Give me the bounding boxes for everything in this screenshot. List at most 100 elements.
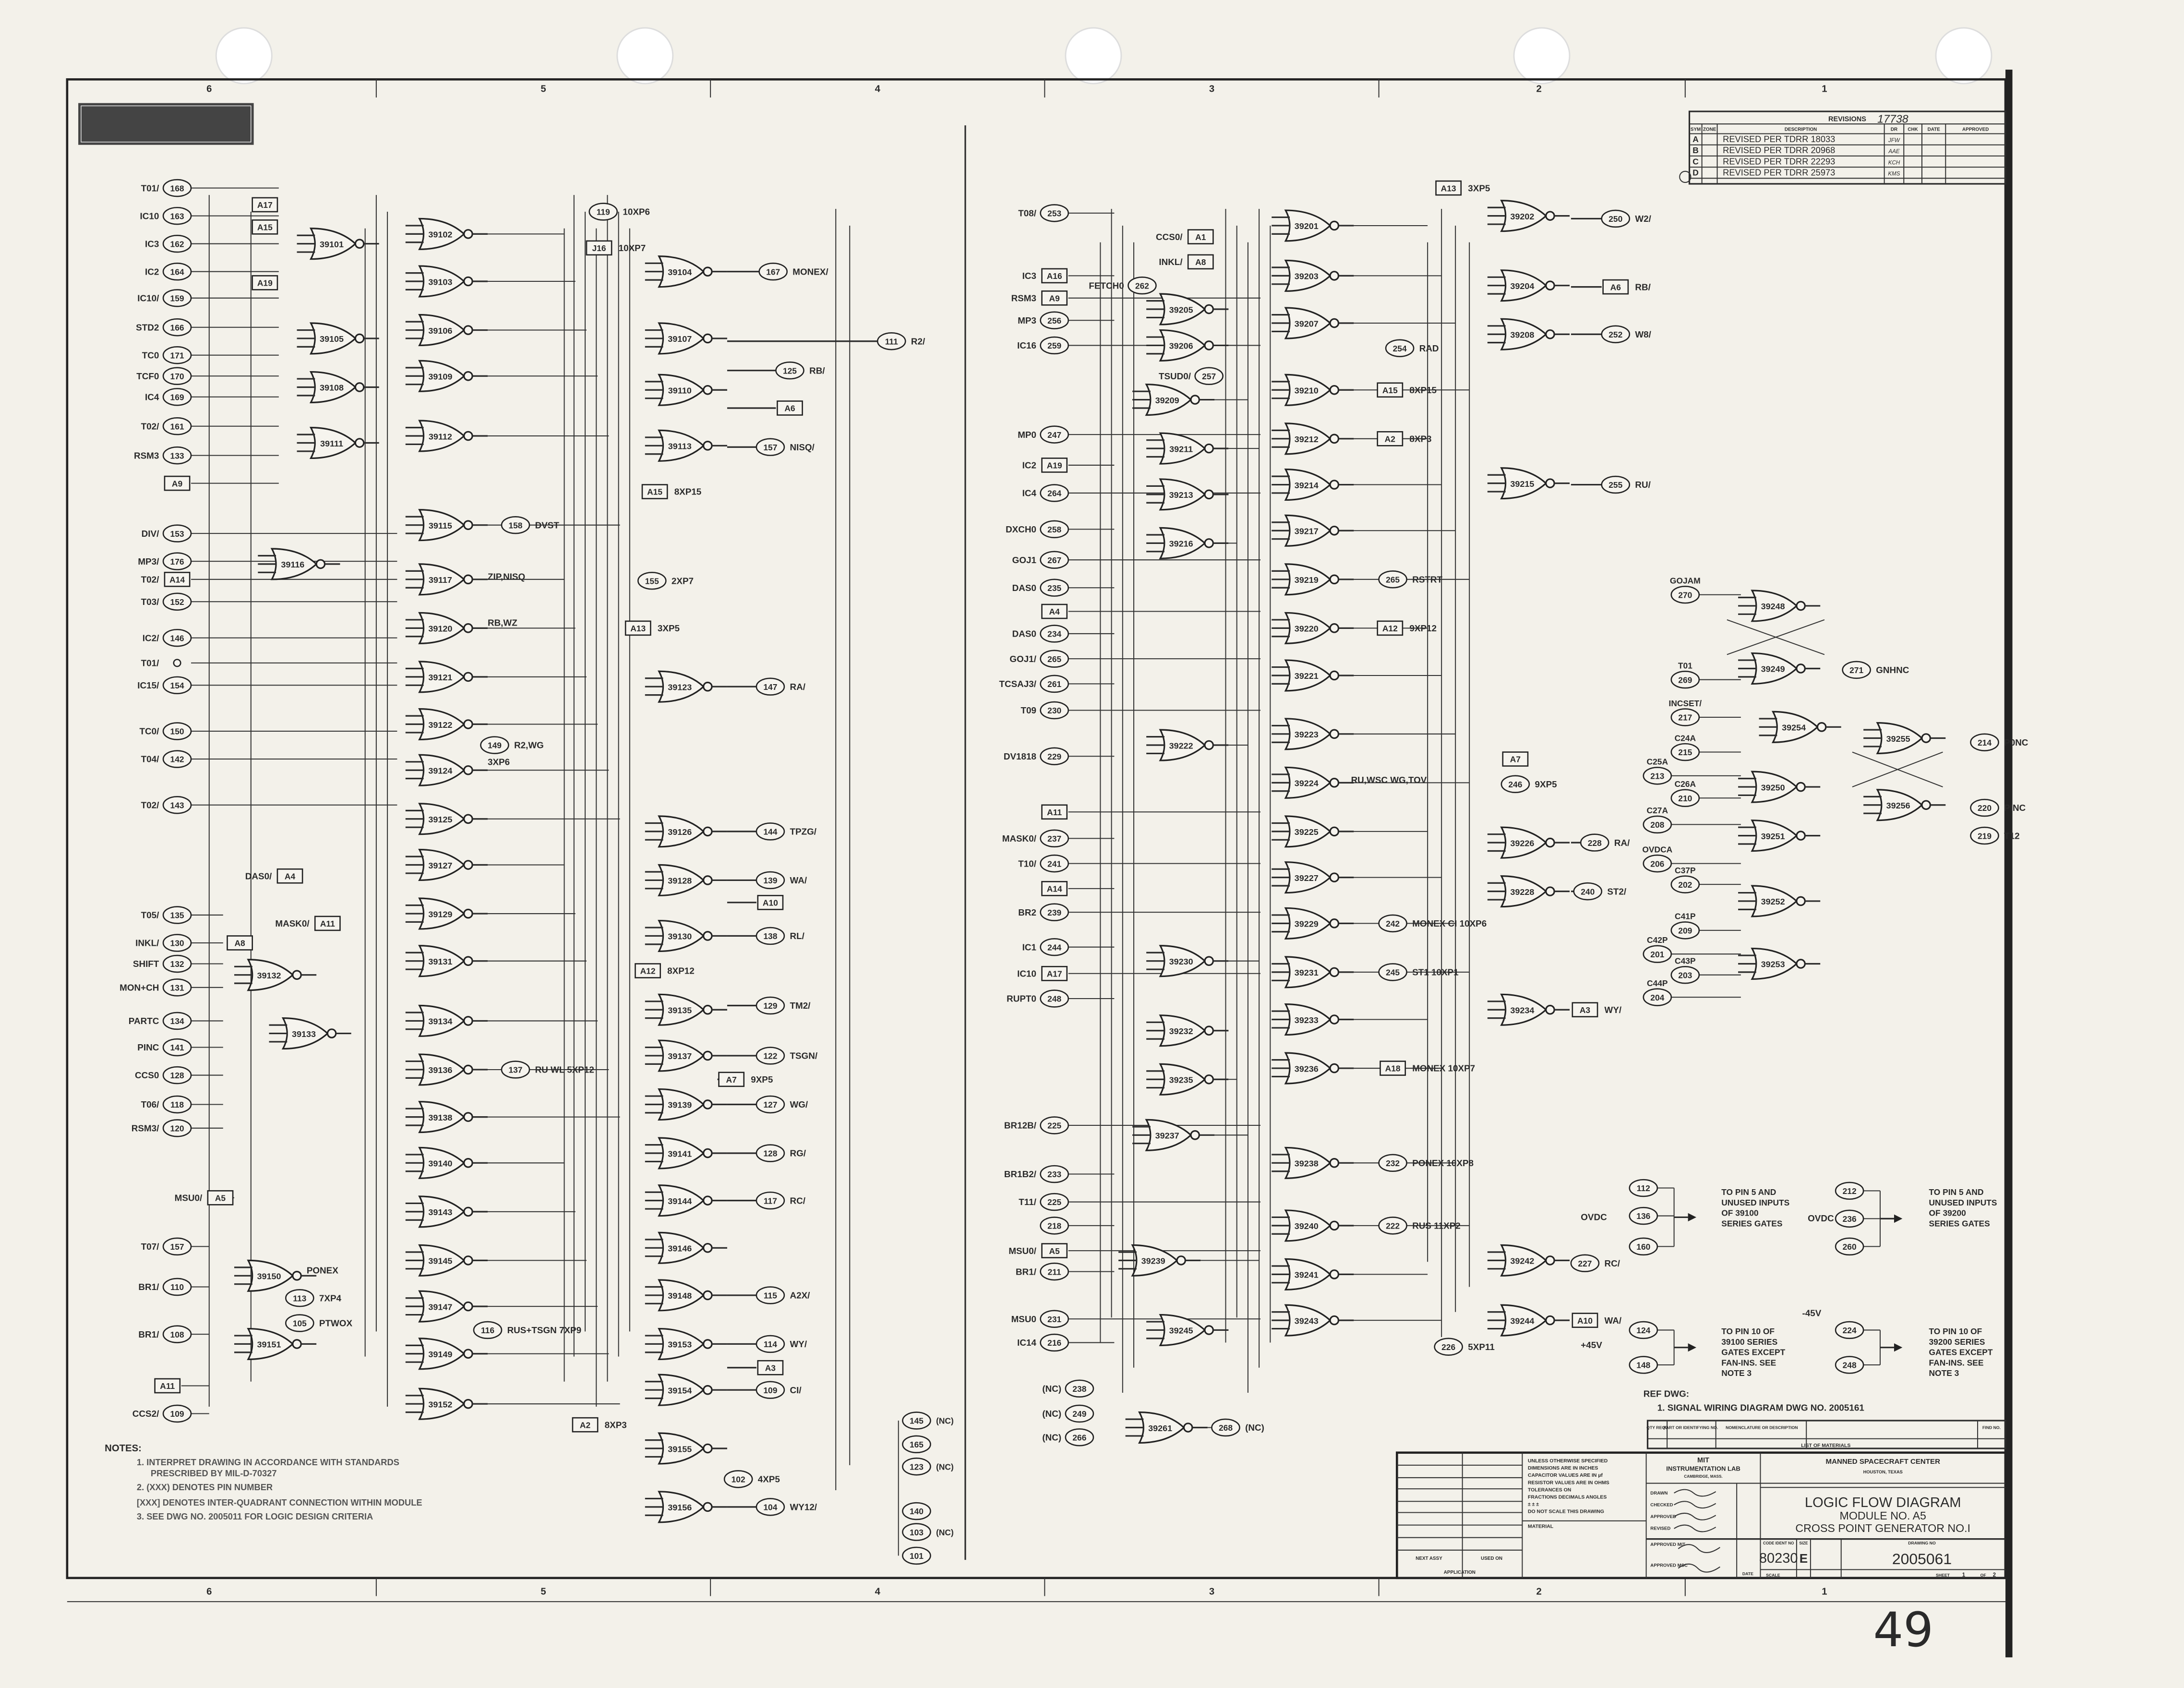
inter-quadrant-box	[1041, 965, 1068, 981]
pin-number: A15	[257, 223, 273, 232]
inversion-bubble	[1329, 967, 1340, 977]
power-pin: 148	[1629, 1356, 1658, 1374]
gate-body	[1284, 766, 1332, 799]
inversion-bubble	[1921, 733, 1931, 743]
input-pin: A17	[1041, 965, 1068, 981]
pin-oval	[1629, 1356, 1658, 1374]
pin-number: 116	[481, 1326, 494, 1335]
gate-label: 39255	[1886, 734, 1910, 744]
output-signal-label: T12	[2004, 831, 2019, 841]
pin-number: 120	[170, 1123, 184, 1133]
inversion-bubble	[463, 1399, 473, 1409]
spare-pin: 103	[902, 1523, 931, 1541]
pin-number: 222	[1386, 1221, 1400, 1231]
pin-number: 113	[293, 1293, 306, 1303]
pin-oval	[1670, 921, 1700, 940]
output-pin: A10	[1572, 1313, 1598, 1328]
output-pin: 228	[1580, 833, 1609, 852]
pin-number: A8	[1195, 257, 1206, 267]
note-line: PRESCRIBED BY MIL-D-70327	[151, 1468, 277, 1478]
input-pin: 133	[162, 446, 192, 465]
output-pin: 139	[756, 871, 785, 890]
output-signal-label: ZIP,NISQ	[488, 572, 525, 582]
inter-quadrant-box	[227, 935, 253, 951]
gate-label: 39101	[320, 240, 344, 249]
gate-label: 39215	[1510, 479, 1534, 489]
output-signal-label: RG/	[790, 1148, 806, 1158]
output-signal-label: RC/	[790, 1195, 805, 1206]
nor-gate: 39141	[645, 1137, 727, 1170]
inversion-bubble	[463, 1158, 473, 1168]
arrow-icon	[1894, 1214, 1903, 1223]
output-signal-label: WY12/	[790, 1502, 817, 1512]
input-signal-label: TCSAJ3/	[999, 679, 1036, 689]
nor-gate: 39234	[1487, 993, 1570, 1026]
gate-label: 39112	[429, 432, 452, 441]
gate-label: 39154	[668, 1386, 692, 1395]
pin-oval	[1670, 743, 1700, 761]
pin-number: 246	[1508, 780, 1522, 789]
nor-gate: 39112	[405, 420, 488, 452]
pin-number: 165	[910, 1440, 924, 1449]
pin-number: 268	[1219, 1423, 1233, 1433]
pin-number: 238	[1072, 1384, 1086, 1394]
pin-number: 115	[764, 1291, 777, 1301]
gate-label: 39214	[1295, 481, 1319, 490]
pin-oval	[1128, 276, 1157, 295]
pin-number: 256	[1047, 316, 1061, 326]
gate-label: 39141	[668, 1149, 692, 1158]
signature	[1674, 1512, 1716, 1520]
module-number: MODULE NO. A5	[1840, 1509, 1926, 1522]
input-signal-label: T09	[1020, 705, 1036, 715]
gate-label: 39233	[1295, 1015, 1319, 1025]
code-ident: 80230	[1759, 1551, 1798, 1566]
pin-oval	[162, 289, 192, 307]
pin-number: 265	[1386, 575, 1400, 584]
output-signal-label: RUS+TSGN 7XP9	[507, 1325, 581, 1335]
pin-oval	[1040, 551, 1069, 569]
zone-label-top: 4	[875, 84, 881, 94]
input-pin: A14	[164, 572, 191, 587]
nor-gate: 39120	[405, 612, 488, 644]
pin-number: 241	[1047, 859, 1061, 868]
parts-header: NOMENCLATURE OR DESCRIPTION	[1726, 1425, 1798, 1430]
input-signal-label: C41P	[1675, 912, 1696, 921]
output-signal-label: WA/	[790, 875, 807, 885]
parts-header: FIND NO.	[1982, 1425, 2001, 1430]
nor-gate: 39202	[1487, 200, 1570, 232]
pin-oval	[162, 1095, 192, 1114]
gate-body	[309, 322, 357, 355]
inversion-bubble	[463, 1206, 473, 1217]
zone-label-top: 5	[540, 84, 546, 94]
gate-body	[1751, 590, 1798, 622]
pin-number: 109	[763, 1386, 777, 1395]
pin-oval	[1601, 325, 1631, 343]
gate-label: 39235	[1169, 1075, 1193, 1085]
output-pin: 138	[756, 927, 785, 945]
pin-number: A11	[320, 919, 335, 928]
input-pin: 265	[1040, 650, 1069, 668]
pin-number: 123	[910, 1462, 924, 1471]
inversion-bubble	[1329, 826, 1340, 837]
inter-quadrant-box	[1041, 268, 1068, 284]
pin-number: 253	[1047, 209, 1061, 218]
nor-gate: 39115	[405, 509, 488, 542]
gate-body	[1284, 612, 1332, 644]
gate-body	[418, 1195, 466, 1228]
nor-gate: 39253	[1738, 947, 1821, 980]
gate-body	[1284, 1146, 1332, 1179]
inter-quadrant-box	[1377, 431, 1404, 446]
gate-body	[658, 374, 705, 406]
pin-number: 102	[732, 1475, 745, 1484]
pin-number: 166	[170, 323, 184, 332]
gate-label: 39148	[668, 1291, 692, 1301]
gate-body	[1145, 384, 1192, 416]
output-pin: 144	[756, 822, 785, 841]
pin-number: 168	[170, 183, 184, 193]
pin-oval	[1040, 1217, 1069, 1235]
nor-gate: 39127	[405, 849, 488, 881]
pin-oval	[1670, 586, 1700, 604]
output-pin: 117	[756, 1191, 785, 1210]
gate-body	[418, 265, 466, 298]
gate-label: 39135	[668, 1005, 692, 1015]
